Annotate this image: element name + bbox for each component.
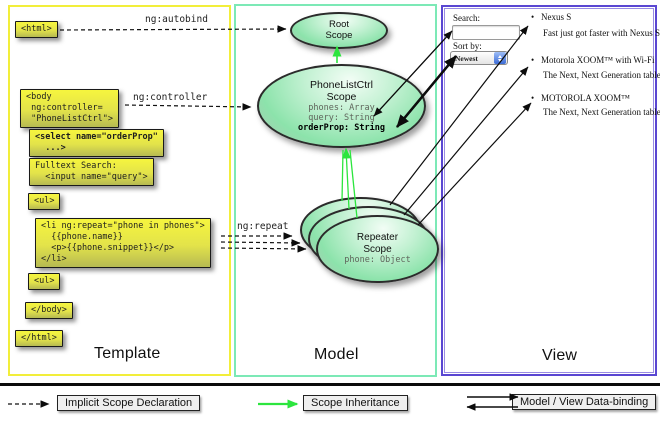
phone-list-item: • Nexus S: [531, 12, 571, 22]
phone-list-item: • MOTOROLA XOOM™: [531, 93, 630, 103]
code-box-html-open: <html>: [15, 21, 58, 39]
code-box-body-close: </body>: [25, 302, 73, 320]
search-label: Search:: [453, 13, 480, 23]
code-box-html-close: </html>: [15, 330, 63, 348]
bullet-icon: •: [531, 93, 535, 103]
ng-repeat-label: ng:repeat: [237, 221, 289, 232]
dropdown-stepper-icon: [494, 52, 506, 64]
prop-phones: phones: Array: [308, 102, 375, 113]
prop-phone: phone: Object: [344, 255, 411, 266]
search-input[interactable]: [452, 25, 520, 40]
ng-autobind-label: ng:autobind: [145, 14, 208, 25]
ng-controller-label: ng:controller: [133, 92, 208, 103]
legend-separator: [0, 383, 660, 386]
phone-desc: The Next, Next Generation tablet.: [543, 70, 660, 80]
model-panel: [234, 4, 437, 377]
model-panel-label: Model: [314, 346, 359, 363]
phone-title: Nexus S: [541, 12, 572, 22]
bullet-icon: •: [531, 55, 535, 65]
code-box-fulltext-search: Fulltext Search: <input name="query">: [29, 158, 154, 187]
code-box-select: <select name="orderProp" ...>: [29, 129, 164, 158]
prop-query: query: String: [308, 112, 375, 123]
root-scope-ellipse: Root Scope: [290, 12, 388, 49]
legend-scope-inheritance: Scope Inheritance: [303, 395, 408, 411]
legend-implicit-scope: Implicit Scope Declaration: [57, 395, 201, 411]
view-panel-label: View: [542, 347, 578, 364]
sort-dropdown-value: Newest: [455, 53, 478, 63]
code-box-body-open: <body ng:controller= "PhoneListCtrl">: [20, 89, 119, 129]
phonelistctrl-scope-ellipse: PhoneListCtrl Scope phones: Array query:…: [257, 64, 426, 148]
repeater-scope-ellipse-front: Repeater Scope phone: Object: [316, 215, 439, 283]
phonelistctrl-scope-title: PhoneListCtrl Scope: [309, 78, 374, 103]
code-box-ul-open: <ul>: [28, 193, 61, 211]
template-panel: [8, 5, 231, 376]
phone-desc: The Next, Next Generation tablet.: [543, 107, 660, 117]
phone-title: MOTOROLA XOOM™: [541, 93, 630, 103]
phone-list-item: • Motorola XOOM™ with Wi-Fi: [531, 55, 655, 65]
template-panel-label: Template: [94, 345, 161, 362]
code-box-ul-close: <ul>: [28, 273, 61, 291]
legend-data-binding: Model / View Data-binding: [512, 394, 657, 410]
root-scope-title: Root Scope: [325, 18, 353, 41]
sort-by-label: Sort by:: [453, 41, 482, 51]
phone-desc: Fast just got faster with Nexus S.: [543, 28, 660, 38]
prop-orderprop: orderProp: String: [298, 123, 385, 134]
sort-dropdown[interactable]: Newest: [450, 51, 508, 65]
bullet-icon: •: [531, 12, 535, 22]
repeater-scope-title: Repeater Scope: [356, 232, 399, 255]
phone-title: Motorola XOOM™ with Wi-Fi: [541, 55, 655, 65]
code-box-li-repeat: <li ng:repeat="phone in phones"> {{phone…: [35, 218, 211, 269]
